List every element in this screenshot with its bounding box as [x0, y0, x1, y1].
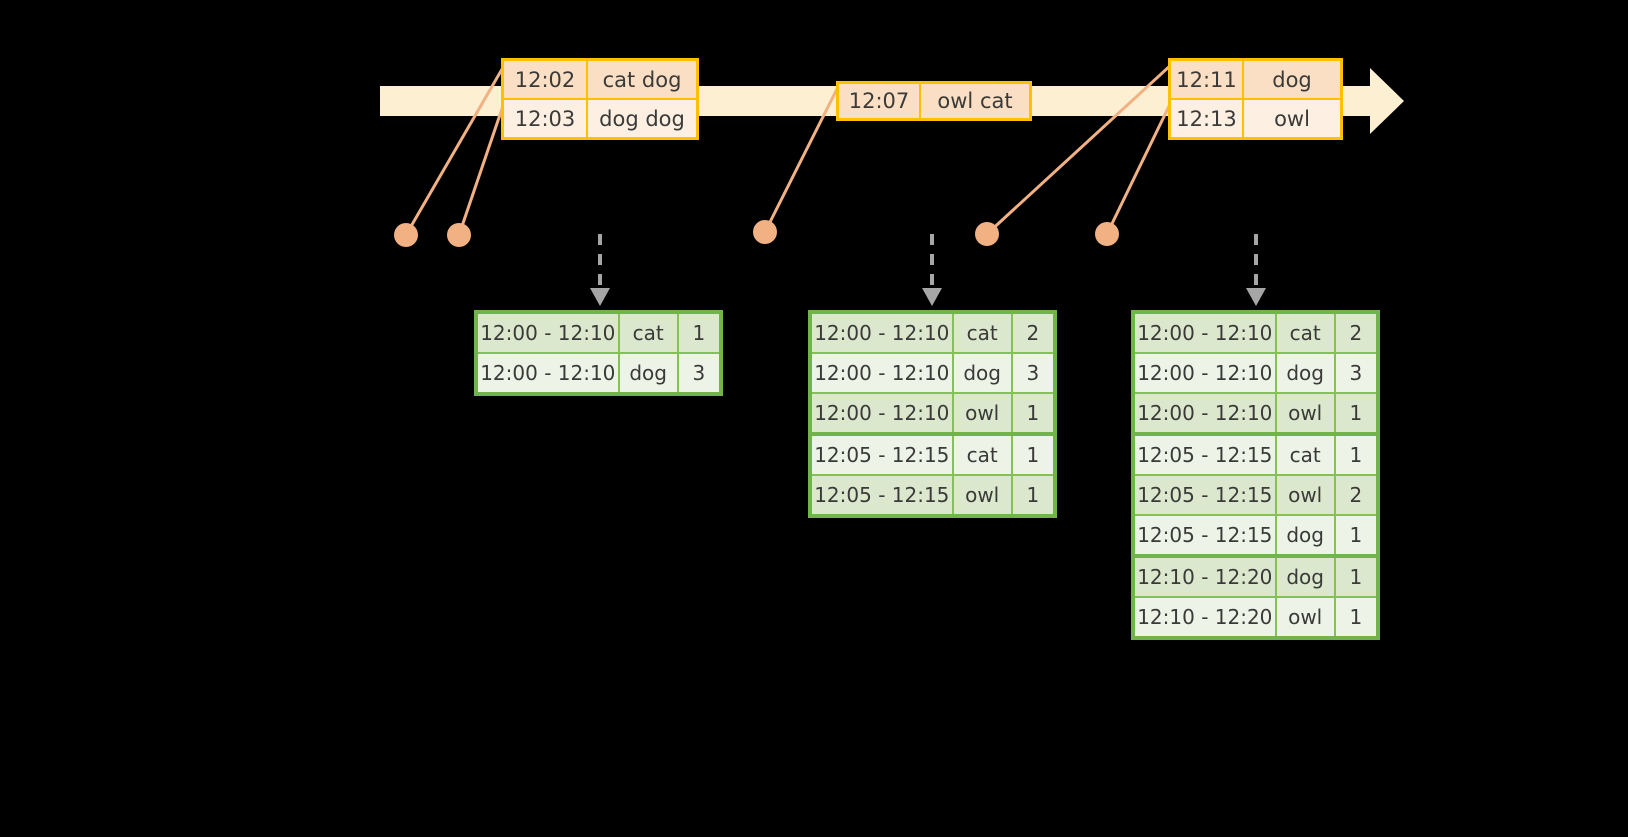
cell-count: 1 — [1349, 565, 1363, 589]
cell-count: 1 — [1349, 443, 1363, 467]
cell-word: owl — [954, 394, 1013, 432]
event-row: 12:11 dog — [1171, 61, 1340, 98]
cell-window: 12:05 - 12:15 — [1135, 436, 1277, 474]
event-group-3: 12:11 dog 12:13 owl — [1168, 58, 1343, 140]
event-group-1: 12:02 cat dog 12:03 dog dog — [501, 58, 699, 140]
event-dot-3-connector — [763, 83, 841, 234]
cell-count: 1 — [1349, 523, 1363, 547]
cell-count: 1 — [1026, 401, 1040, 425]
cell-window: 12:00 - 12:10 — [478, 354, 620, 392]
cell-count: 1 — [1349, 605, 1363, 629]
cell-count: 1 — [692, 321, 706, 345]
event-time: 12:07 — [839, 84, 921, 118]
event-dot-1-connector — [404, 62, 507, 237]
event-dot-3 — [753, 220, 777, 244]
cell-count: 3 — [1349, 361, 1363, 385]
cell-count: 3 — [692, 361, 706, 385]
cell-window: 12:00 - 12:10 — [812, 394, 954, 432]
event-dot-2-connector — [457, 98, 507, 237]
event-words: owl — [1274, 106, 1310, 131]
cell-word: dog — [1277, 558, 1336, 596]
cell-count: 2 — [1026, 321, 1040, 345]
event-dot-1 — [394, 223, 418, 247]
cell-window: 12:00 - 12:10 — [812, 354, 954, 392]
cell-window: 12:05 - 12:15 — [812, 476, 954, 514]
cell-word: dog — [1277, 516, 1336, 554]
event-words: dog dog — [599, 106, 685, 131]
event-words: dog — [1272, 67, 1312, 92]
cell-window: 12:10 - 12:20 — [1135, 558, 1277, 596]
event-time: 12:13 — [1171, 100, 1244, 137]
cell-window: 12:00 - 12:10 — [1135, 314, 1277, 352]
event-time: 12:11 — [1171, 61, 1244, 98]
cell-window: 12:10 - 12:20 — [1135, 598, 1277, 636]
event-time: 12:02 — [504, 61, 588, 98]
dashed-arrow-3-head — [1246, 288, 1266, 306]
event-row: 12:03 dog dog — [504, 98, 696, 137]
dashed-arrow-1-head — [590, 288, 610, 306]
cell-word: owl — [1277, 394, 1336, 432]
cell-window: 12:00 - 12:10 — [1135, 354, 1277, 392]
cell-word: cat — [954, 314, 1013, 352]
event-group-2: 12:07 owl cat — [836, 81, 1032, 121]
event-dot-5 — [1095, 222, 1119, 246]
event-row: 12:07 owl cat — [839, 84, 1029, 118]
cell-word: owl — [1277, 598, 1336, 636]
event-words: cat dog — [602, 67, 682, 92]
cell-count: 1 — [1026, 483, 1040, 507]
event-dot-4 — [975, 222, 999, 246]
event-words: owl cat — [937, 89, 1013, 113]
event-dot-2 — [447, 223, 471, 247]
event-dot-5-connector — [1105, 98, 1174, 236]
cell-word: owl — [1277, 476, 1336, 514]
cell-window: 12:05 - 12:15 — [1135, 516, 1277, 554]
cell-word: cat — [1277, 314, 1336, 352]
event-row: 12:13 owl — [1171, 98, 1340, 137]
cell-count: 2 — [1349, 321, 1363, 345]
event-row: 12:02 cat dog — [504, 61, 696, 98]
cell-count: 1 — [1026, 443, 1040, 467]
cell-word: dog — [620, 354, 679, 392]
cell-window: 12:00 - 12:10 — [478, 314, 620, 352]
cell-window: 12:05 - 12:15 — [812, 436, 954, 474]
cell-word: cat — [1277, 436, 1336, 474]
cell-word: owl — [954, 476, 1013, 514]
cell-word: dog — [954, 354, 1013, 392]
cell-window: 12:00 - 12:10 — [812, 314, 954, 352]
cell-window: 12:05 - 12:15 — [1135, 476, 1277, 514]
cell-count: 1 — [1349, 401, 1363, 425]
cell-word: cat — [954, 436, 1013, 474]
timeline-arrowhead — [1370, 68, 1404, 134]
cell-word: dog — [1277, 354, 1336, 392]
cell-word: cat — [620, 314, 679, 352]
cell-count: 3 — [1026, 361, 1040, 385]
event-time: 12:03 — [504, 100, 588, 137]
dashed-arrow-2-head — [922, 288, 942, 306]
cell-window: 12:00 - 12:10 — [1135, 394, 1277, 432]
cell-count: 2 — [1349, 483, 1363, 507]
